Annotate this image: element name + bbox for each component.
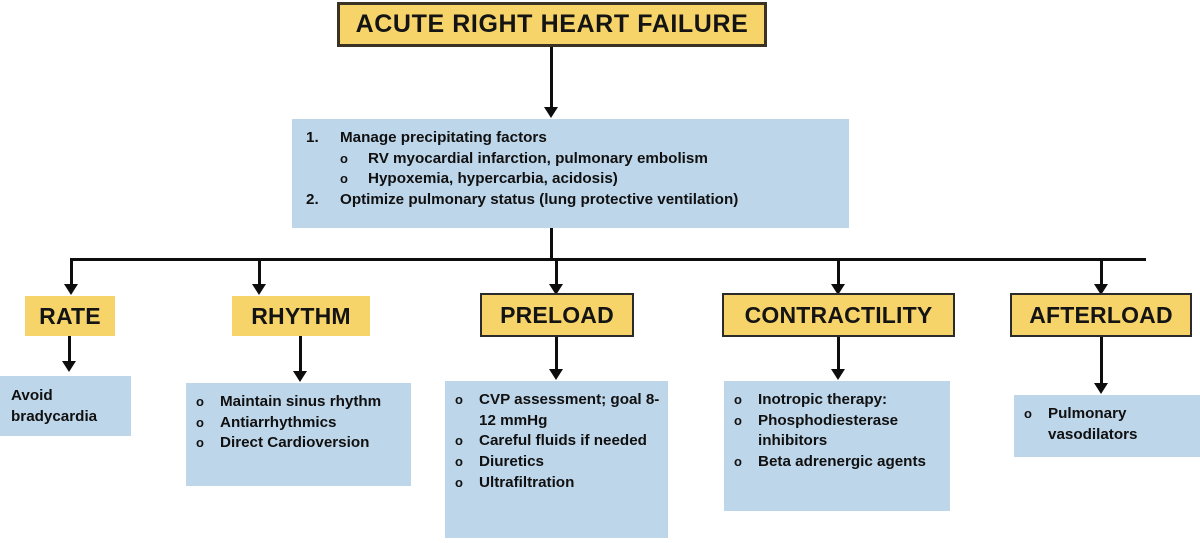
arrow-bus-to-afterload-icon <box>1094 284 1108 295</box>
bullet-text: Maintain sinus rhythm <box>220 393 382 410</box>
list-marker: 1. <box>306 129 319 146</box>
detail-bullet: o Careful fluids if needed <box>455 431 660 452</box>
detail-bullet: o CVP assessment; goal 8-12 mmHg <box>455 390 660 431</box>
bullet-marker: o <box>455 392 463 407</box>
management-item: 1. Manage precipitating factors <box>306 128 839 149</box>
detail-bullet: o Direct Cardioversion <box>196 433 403 454</box>
management-sub-item: o RV myocardial infarction, pulmonary em… <box>340 149 839 170</box>
bullet-marker: o <box>196 414 204 430</box>
connector-preload-to-detail <box>555 337 558 371</box>
detail-line: bradycardia <box>11 407 98 425</box>
category-label-afterload: AFTERLOAD <box>1029 301 1173 328</box>
detail-bullet: o Phosphodiesterase inhibitors <box>734 411 942 452</box>
detail-bullet: o Ultrafiltration <box>455 473 660 494</box>
detail-bullet: o Antiarrhythmics <box>196 413 403 434</box>
connector-bus-to-preload <box>555 258 558 286</box>
bullet-marker: o <box>1024 406 1032 421</box>
detail-box-rate: Avoid bradycardia <box>0 376 131 436</box>
bullet-marker: o <box>340 171 348 187</box>
category-box-rate: RATE <box>25 296 115 336</box>
detail-bullet: o Beta adrenergic agents <box>734 452 942 473</box>
category-label-contractility: CONTRACTILITY <box>744 301 933 328</box>
category-label-rhythm: RHYTHM <box>251 302 351 329</box>
detail-box-rhythm: o Maintain sinus rhythm o Antiarrhythmic… <box>186 383 411 486</box>
bullet-text: CVP assessment; goal 8-12 mmHg <box>479 391 660 429</box>
bullet-text: Ultrafiltration <box>479 473 575 491</box>
arrow-preload-to-detail-icon <box>549 369 563 380</box>
arrow-bus-to-contractility-icon <box>831 284 845 295</box>
sub-item-text: Hypoxemia, hypercarbia, acidosis) <box>368 170 618 188</box>
page-title: ACUTE RIGHT HEART FAILURE <box>355 10 749 38</box>
bullet-text: Careful fluids if needed <box>479 432 647 450</box>
bullet-marker: o <box>340 150 348 166</box>
arrow-bus-to-rhythm-icon <box>252 284 266 295</box>
bullet-text: Pulmonary vasodilators <box>1048 405 1138 443</box>
bullet-text: Diuretics <box>479 453 544 471</box>
connector-afterload-to-detail <box>1100 337 1103 385</box>
bullet-marker: o <box>455 474 463 490</box>
arrow-afterload-to-detail-icon <box>1094 383 1108 394</box>
bullet-marker: o <box>734 454 742 470</box>
detail-box-contractility: o Inotropic therapy: o Phosphodiesterase… <box>724 381 950 511</box>
bullet-marker: o <box>196 435 204 451</box>
bullet-marker: o <box>455 454 463 470</box>
bullet-marker: o <box>455 433 463 449</box>
bullet-marker: o <box>734 412 742 428</box>
connector-rhythm-to-detail <box>299 336 302 373</box>
connector-title-to-management <box>550 47 553 109</box>
arrow-contractility-to-detail-icon <box>831 369 845 380</box>
category-box-afterload: AFTERLOAD <box>1010 293 1192 337</box>
branch-bus <box>70 258 1146 261</box>
list-marker: 2. <box>306 191 319 209</box>
list-text: Optimize pulmonary status (lung protecti… <box>340 191 739 209</box>
management-sub-item: o Hypoxemia, hypercarbia, acidosis) <box>340 169 839 190</box>
bullet-marker: o <box>196 394 204 409</box>
management-item: 2. Optimize pulmonary status (lung prote… <box>306 190 839 211</box>
detail-bullet: o Pulmonary vasodilators <box>1024 404 1192 445</box>
category-box-contractility: CONTRACTILITY <box>722 293 955 337</box>
connector-bus-to-rate <box>70 258 73 286</box>
bullet-text: Beta adrenergic agents <box>758 453 926 471</box>
category-box-preload: PRELOAD <box>480 293 634 337</box>
connector-rate-to-detail <box>68 336 71 363</box>
detail-bullet: o Maintain sinus rhythm <box>196 392 403 413</box>
arrow-title-to-management-icon <box>544 107 558 118</box>
title-box: ACUTE RIGHT HEART FAILURE <box>337 2 767 47</box>
detail-box-preload: o CVP assessment; goal 8-12 mmHg o Caref… <box>445 381 668 538</box>
bullet-text: Phosphodiesterase inhibitors <box>758 411 899 450</box>
bullet-marker: o <box>734 392 742 407</box>
detail-bullet: o Inotropic therapy: <box>734 390 942 411</box>
connector-contractility-to-detail <box>837 337 840 371</box>
arrow-rate-to-detail-icon <box>62 361 76 372</box>
detail-bullet: o Diuretics <box>455 452 660 473</box>
management-box: 1. Manage precipitating factors o RV myo… <box>292 119 849 228</box>
connector-management-to-bus <box>550 228 553 261</box>
sub-item-text: RV myocardial infarction, pulmonary embo… <box>368 149 708 167</box>
category-label-preload: PRELOAD <box>500 301 614 328</box>
category-label-rate: RATE <box>39 302 101 329</box>
list-text: Manage precipitating factors <box>340 129 547 146</box>
bullet-text: Inotropic therapy: <box>758 391 888 408</box>
arrow-rhythm-to-detail-icon <box>293 371 307 382</box>
arrow-bus-to-rate-icon <box>64 284 78 295</box>
bullet-text: Antiarrhythmics <box>220 413 337 431</box>
arrow-bus-to-preload-icon <box>549 284 563 295</box>
detail-box-afterload: o Pulmonary vasodilators <box>1014 395 1200 457</box>
category-box-rhythm: RHYTHM <box>232 296 370 336</box>
connector-bus-to-contractility <box>837 258 840 286</box>
detail-line: Avoid <box>11 387 53 404</box>
connector-bus-to-afterload <box>1100 258 1103 286</box>
connector-bus-to-rhythm <box>258 258 261 286</box>
bullet-text: Direct Cardioversion <box>220 434 370 452</box>
